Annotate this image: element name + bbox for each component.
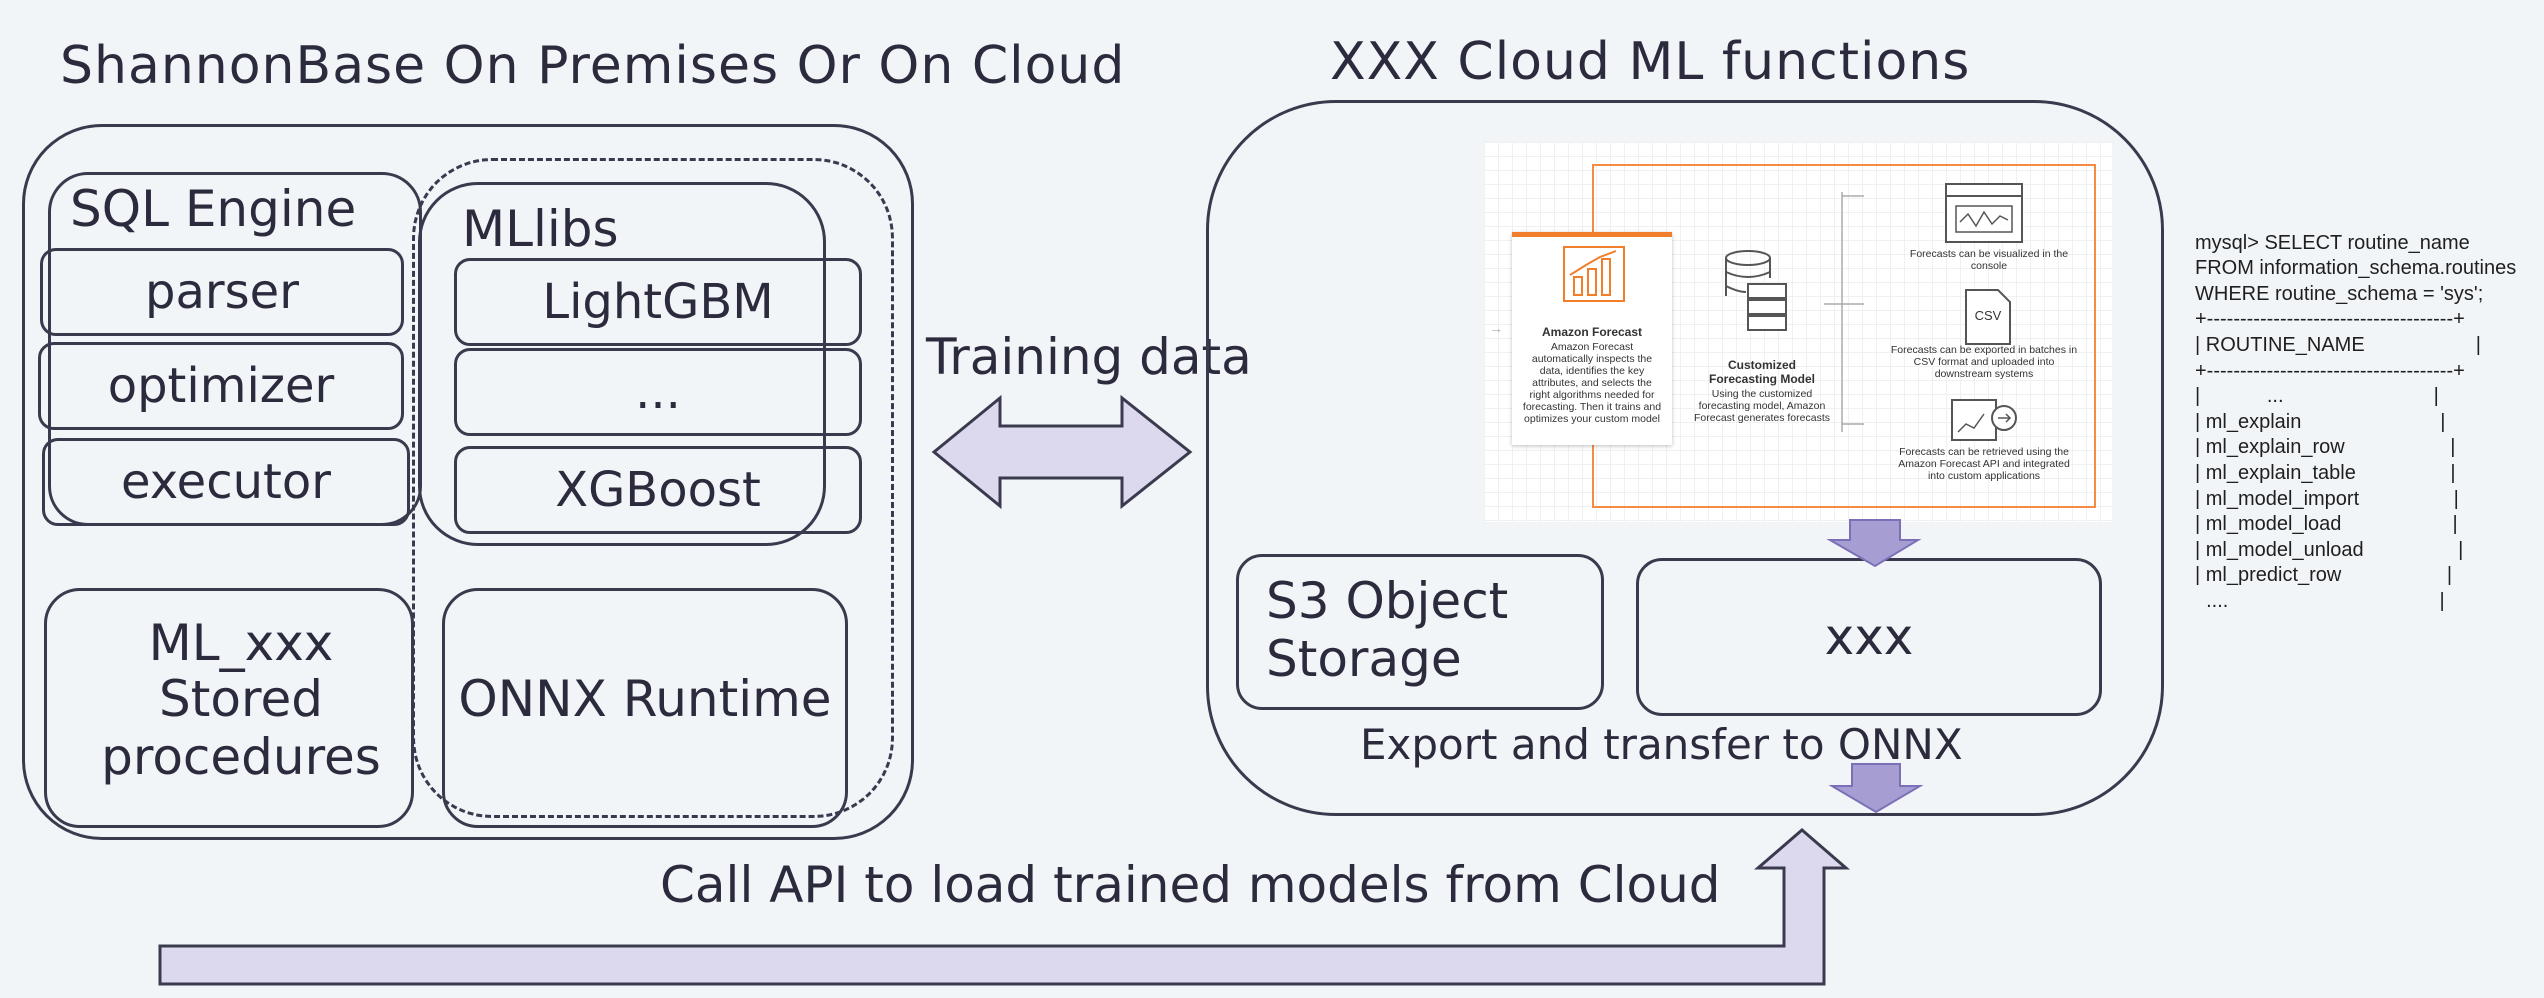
executor-box: executor: [42, 438, 410, 526]
call-api-l-arrow: [158, 828, 1851, 986]
onnx-runtime-box: [442, 588, 848, 828]
csv-file-icon: [1965, 289, 2011, 345]
sql-line: | ROUTINE_NAME |: [2195, 333, 2481, 356]
training-data-arrow: [931, 394, 1193, 510]
input-arrow-icon: →: [1489, 320, 1503, 336]
sql-line: WHERE routine_schema = 'sys';: [2195, 282, 2484, 305]
call-api-arrow: [160, 830, 1842, 946]
model-text: Using the customized forecasting model, …: [1694, 388, 1830, 424]
amazon-forecast-card: Amazon Forecast Amazon Forecast automati…: [1512, 232, 1672, 445]
out1-text: Forecasts can be visualized in the conso…: [1909, 248, 2069, 272]
csv-label: CSV: [1974, 308, 2002, 323]
dashed-container: [412, 158, 894, 818]
sql-engine-title: SQL Engine: [70, 180, 357, 238]
sql-line: FROM information_schema.routines: [2195, 257, 2517, 280]
s3-line2: Storage: [1266, 630, 1462, 688]
stored-procedures-line2: Stored: [159, 670, 323, 728]
amazon-forecast-illustration: → Amazon Forecast Amazon Forecast automa…: [1484, 142, 2112, 522]
xxx-label: xxx: [1824, 608, 1914, 666]
xgboost-box: XGBoost: [454, 446, 862, 534]
call-api-label: Call API to load trained models from Clo…: [660, 856, 1721, 914]
sql-line: | ml_explain |: [2195, 410, 2446, 433]
mllibs-box: [418, 182, 826, 546]
export-label: Export and transfer to ONNX: [1360, 720, 1963, 769]
sql-line: | ml_model_import |: [2195, 487, 2459, 510]
down-arrow-export: [1828, 763, 1924, 814]
left-title: ShannonBase On Premises Or On Cloud: [60, 36, 1126, 96]
s3-line1: S3 Object: [1266, 572, 1509, 630]
lightgbm-box: LightGBM: [454, 258, 862, 346]
card-text: Amazon Forecast automatically inspects t…: [1522, 341, 1662, 425]
training-data-label: Training data: [926, 328, 1252, 386]
right-title: XXX Cloud ML functions: [1330, 32, 1971, 92]
card-title: Amazon Forecast: [1541, 325, 1643, 339]
stored-procedures-line1: ML_xxx: [148, 614, 334, 672]
parser-box: parser: [40, 248, 404, 336]
optimizer-box: optimizer: [38, 342, 404, 430]
sql-line: | ml_explain_row |: [2195, 436, 2456, 459]
sql-line: .... |: [2195, 589, 2445, 612]
chart-icon: [1563, 246, 1625, 302]
sql-line: | ml_predict_row |: [2195, 564, 2453, 587]
sql-line: | ... |: [2195, 385, 2439, 408]
sql-line: mysql> SELECT routine_name: [2195, 231, 2470, 254]
output-arrows: [1824, 192, 1864, 432]
sql-line: | ml_model_unload |: [2195, 538, 2464, 561]
s3-storage-box: [1236, 554, 1604, 710]
sql-line: +-------------------------------------+: [2195, 359, 2465, 382]
database-icon: [1725, 250, 1787, 331]
ellipsis-box: ...: [454, 348, 862, 436]
onnx-runtime-label: ONNX Runtime: [458, 670, 832, 728]
down-arrow-to-xxx: [1826, 519, 1922, 568]
stored-procedures-line3: procedures: [101, 728, 381, 786]
out2-text: Forecasts can be exported in batches in …: [1890, 344, 2078, 380]
mllibs-title: MLlibs: [462, 200, 619, 258]
console-icon: [1945, 183, 2023, 243]
out3-text: Forecasts can be retrieved using the Ama…: [1898, 446, 2070, 482]
api-icon: [1951, 399, 2017, 441]
cloud-container: [1206, 100, 2164, 816]
sql-line: | ml_model_load |: [2195, 513, 2458, 536]
shannonbase-container: [22, 124, 914, 840]
sql-line: | ml_explain_table |: [2195, 461, 2456, 484]
sql-line: +-------------------------------------+: [2195, 308, 2465, 331]
stored-procedures-box: [44, 588, 414, 828]
model-title: Customized Forecasting Model: [1708, 358, 1815, 386]
